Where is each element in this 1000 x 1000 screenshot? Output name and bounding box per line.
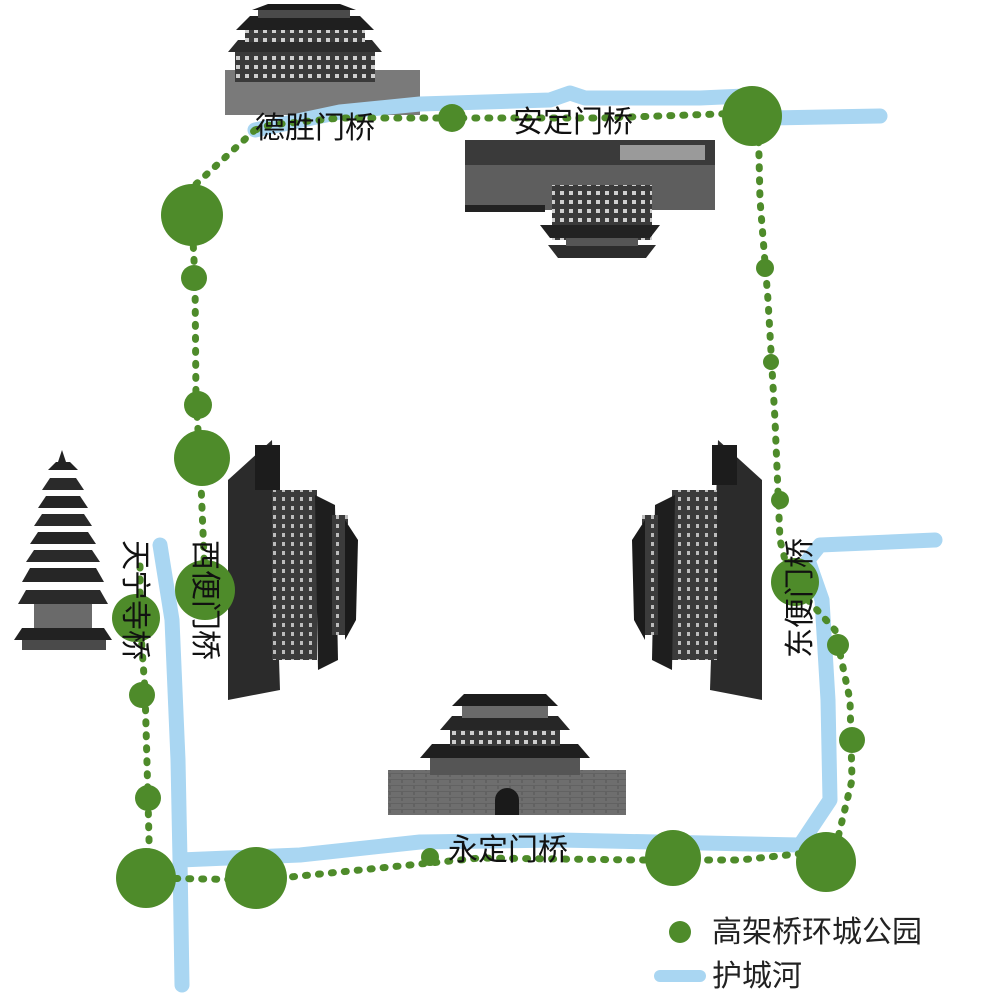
park-node	[827, 634, 849, 656]
park-node	[645, 830, 701, 886]
legend: 高架桥环城公园 护城河	[654, 915, 922, 994]
park-node	[421, 848, 439, 866]
pagoda-tianningsi-icon	[14, 450, 112, 650]
gate-tower-dongbianmen-icon	[632, 440, 762, 700]
park-node	[756, 259, 774, 277]
park-node	[771, 491, 789, 509]
park-node	[135, 785, 161, 811]
park-node	[174, 430, 230, 486]
park-node	[438, 104, 466, 132]
park-node	[722, 86, 782, 146]
legend-park-swatch	[669, 921, 691, 943]
label-yongdingmen-bridge: 永定门桥	[448, 833, 568, 868]
label-deshengmen-bridge: 德胜门桥	[255, 111, 375, 146]
park-node	[175, 560, 235, 620]
park-node	[161, 184, 223, 246]
gate-tower-andingmen-icon	[465, 140, 715, 258]
label-tianningsi-bridge: 天宁寺桥	[117, 540, 152, 660]
gate-tower-yongdingmen-icon	[388, 694, 626, 815]
legend-park-label: 高架桥环城公园	[712, 915, 922, 950]
park-node	[112, 594, 160, 642]
park-node	[181, 265, 207, 291]
label-xibianmen-bridge: 西便门桥	[187, 540, 222, 660]
label-andingmen-bridge: 安定门桥	[513, 105, 633, 140]
label-dongbianmen-bridge: 东便门桥	[783, 538, 818, 658]
park-node	[763, 354, 779, 370]
legend-moat-label: 护城河	[712, 959, 802, 994]
park-node	[129, 682, 155, 708]
park-node	[116, 848, 176, 908]
park-node	[796, 832, 856, 892]
gate-tower-xibianmen-icon	[228, 440, 358, 700]
park-nodes	[112, 86, 865, 909]
park-node	[184, 391, 212, 419]
park-node	[771, 558, 819, 606]
gate-tower-deshengmen-icon	[225, 4, 420, 115]
park-node	[839, 727, 865, 753]
park-node	[225, 847, 287, 909]
